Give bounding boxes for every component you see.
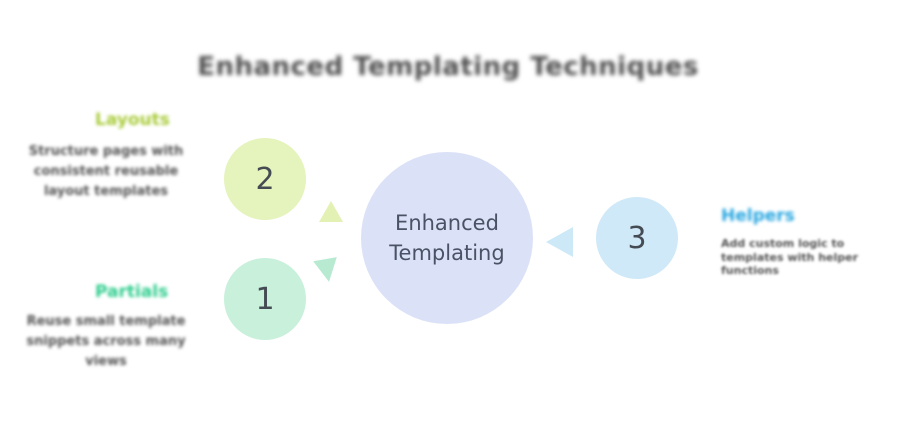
node-number-partials: 1 [255, 281, 275, 317]
node-number-helpers: 3 [627, 220, 647, 256]
arrow-down-icon [313, 257, 341, 284]
branch-label-layouts: Layouts [95, 110, 170, 130]
branch-label-partials: Partials [95, 282, 169, 302]
branch-label-helpers: Helpers [721, 206, 795, 226]
node-number-layouts: 2 [255, 161, 275, 197]
diagram-title: Enhanced Templating Techniques [197, 52, 699, 82]
branch-description-partials: Reuse small template snippets across man… [26, 314, 186, 369]
branch-description-helpers: Add custom logic to templates with helpe… [721, 237, 859, 277]
branch-description-layouts: Structure pages with consistent reusable… [28, 144, 184, 199]
node-circle-helpers: 3 [596, 197, 678, 279]
node-circle-partials: 1 [224, 258, 306, 340]
arrow-left-icon [546, 227, 573, 257]
center-node-label: Enhanced Templating [389, 211, 505, 265]
node-circle-layouts: 2 [224, 138, 306, 220]
center-node-circle: Enhanced Templating [361, 152, 533, 324]
arrow-up-icon [319, 201, 343, 222]
